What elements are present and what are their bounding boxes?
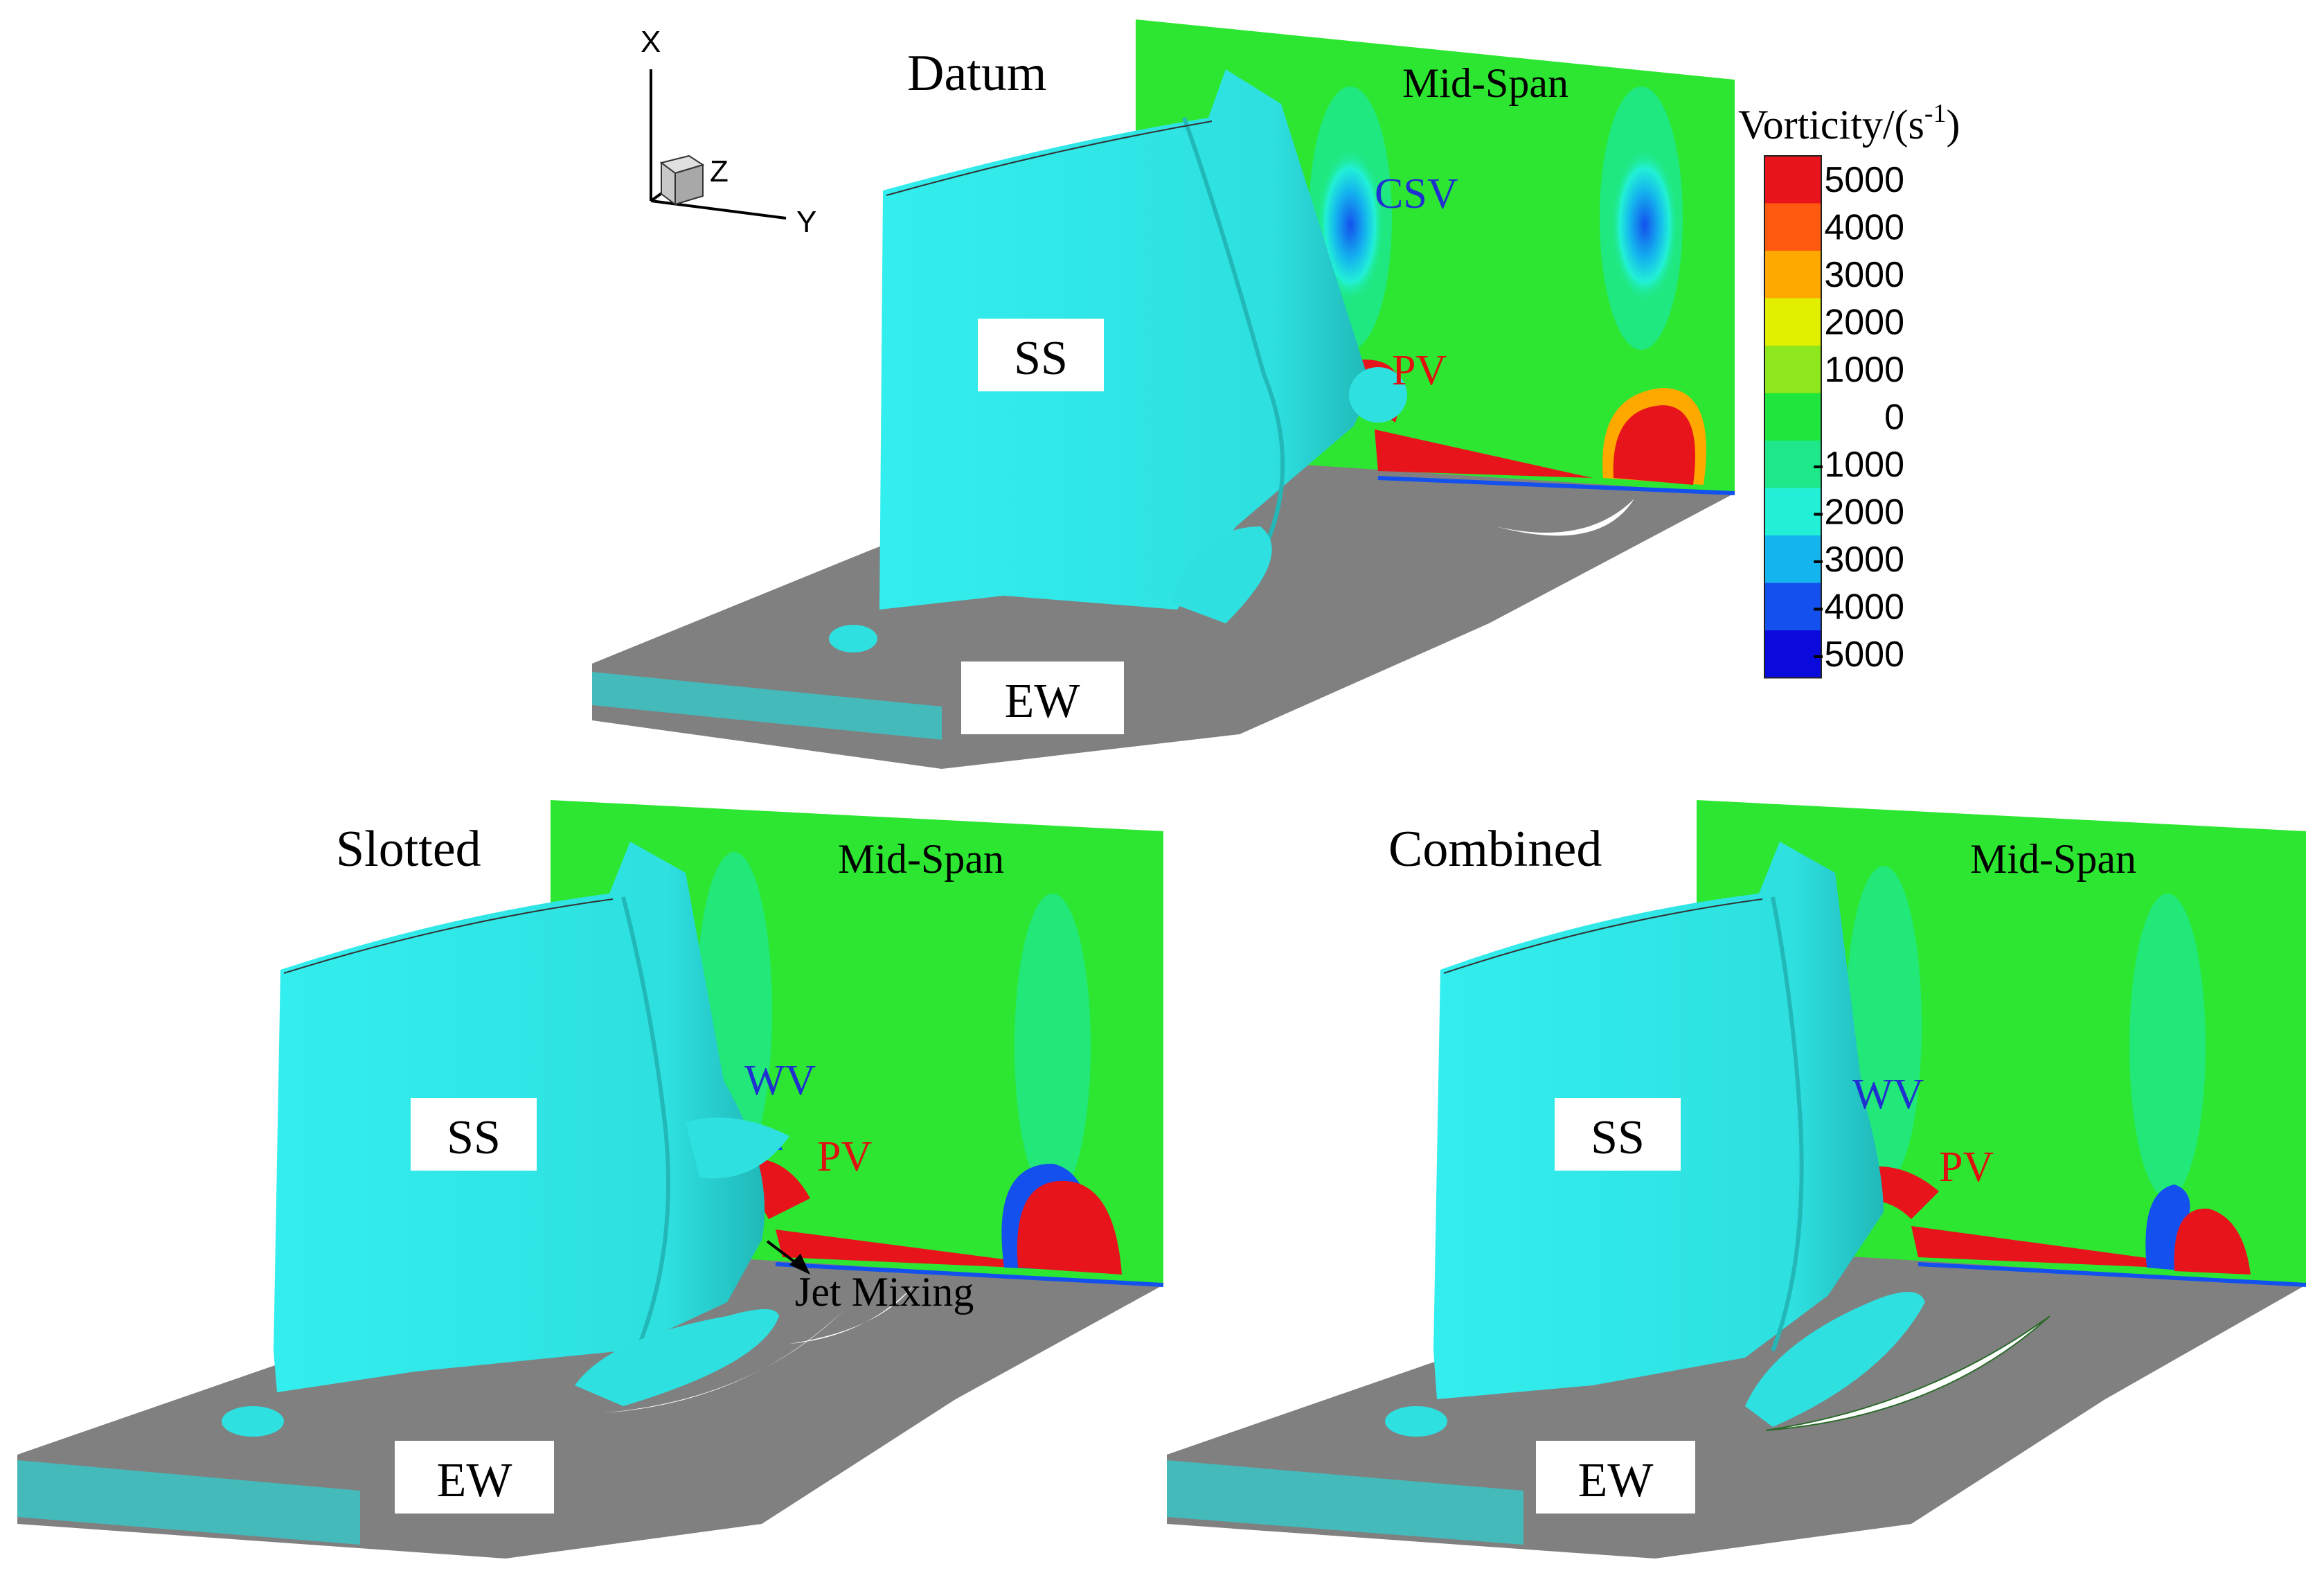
- colorbar-outline: [1764, 155, 1822, 679]
- annotation-pv: PV: [1939, 1144, 1994, 1191]
- colorbar-swatch: [1764, 441, 1821, 488]
- mid-span-label: Mid-Span: [1970, 836, 2136, 882]
- annotation-wv: WV: [1852, 1071, 1924, 1118]
- colorbar-swatch: [1764, 583, 1821, 630]
- colorbar-labels: 5000 4000 3000 2000 1000 0 -1000 -2000 -3000 -400…: [1812, 160, 1904, 675]
- ss-label: SS: [447, 1111, 501, 1164]
- colorbar-swatch: [1764, 393, 1821, 441]
- annotation-pv: PV: [1392, 347, 1447, 394]
- axis-x-label: X: [641, 25, 661, 59]
- mid-span-label: Mid-Span: [1402, 60, 1568, 106]
- colorbar-tick-label: -2000: [1812, 492, 1904, 533]
- z-cube-icon: [659, 154, 705, 206]
- ss-label: SS: [1591, 1111, 1645, 1164]
- colorbar-swatch: [1764, 630, 1821, 678]
- colorbar-tick-label: 1000: [1824, 350, 1904, 390]
- annotation-jet-mixing: Jet Mixing: [795, 1269, 974, 1315]
- panel-slotted: Slotted Mid-Span SS EW WV PV Jet Mixing: [17, 800, 1164, 1559]
- colorbar-tick-label: -5000: [1812, 634, 1904, 675]
- panel-datum: Datum Mid-Span SS EW CSV PV: [592, 19, 1735, 769]
- colorbar-swatches: [1764, 155, 1822, 679]
- colorbar-tick-label: -4000: [1812, 587, 1904, 628]
- ss-label-box: [978, 319, 1104, 391]
- ss-label-box: [1555, 1098, 1681, 1171]
- colorbar-swatch: [1764, 156, 1821, 204]
- colorbar-swatch: [1764, 251, 1821, 299]
- end-wall: [1167, 1233, 2306, 1559]
- colorbar-tick-label: 4000: [1824, 208, 1904, 248]
- panel-title: Combined: [1388, 821, 1602, 878]
- colorbar-swatch: [1764, 488, 1821, 535]
- ew-label-box: [961, 662, 1124, 734]
- mid-span-label: Mid-Span: [838, 836, 1004, 882]
- ew-label-box: [395, 1441, 554, 1514]
- ss-label-box: [411, 1098, 537, 1171]
- ew-label: EW: [437, 1454, 512, 1507]
- ew-label: EW: [1578, 1454, 1654, 1507]
- panel-title: Slotted: [336, 821, 481, 878]
- colorbar-tick-label: 2000: [1824, 303, 1904, 343]
- colorbar-swatch: [1764, 203, 1821, 251]
- colorbar-swatch: [1764, 535, 1821, 583]
- colorbar-tick-label: -1000: [1812, 445, 1904, 485]
- colorbar-tick-label: -3000: [1812, 540, 1904, 580]
- csv-core-1: [1317, 149, 1384, 301]
- colorbar-tick-label: 5000: [1824, 160, 1904, 200]
- axis-z-label: Z: [710, 154, 729, 188]
- colorbar-tick-label: 0: [1884, 398, 1904, 438]
- annotation-wv: WV: [744, 1057, 816, 1104]
- end-wall: [17, 1233, 1163, 1559]
- ew-label-box: [1536, 1441, 1695, 1514]
- ss-label: SS: [1014, 332, 1068, 385]
- annotation-pv: PV: [817, 1133, 872, 1180]
- colorbar-swatch: [1764, 346, 1821, 393]
- csv-core-2: [1611, 149, 1678, 301]
- ew-label: EW: [1005, 675, 1080, 728]
- annotation-csv: CSV: [1375, 170, 1458, 218]
- colorbar-tick-label: 3000: [1824, 255, 1904, 295]
- panel-combined: Combined Mid-Span SS EW WV PV: [1167, 800, 2307, 1559]
- panel-title: Datum: [907, 45, 1046, 102]
- axes-triad: X Z Y: [641, 25, 816, 239]
- colorbar-swatch: [1764, 298, 1821, 346]
- axis-y-label: Y: [796, 205, 816, 239]
- vorticity-colorbar: Vorticity/(s-1) 5000 4000 3000 2000 1000 0 -10…: [1738, 99, 1960, 679]
- blade-suction-surface: [879, 69, 1407, 623]
- jet-mixing-arrowhead: [789, 1254, 810, 1275]
- colorbar-title: Vorticity/(s-1): [1738, 99, 1960, 148]
